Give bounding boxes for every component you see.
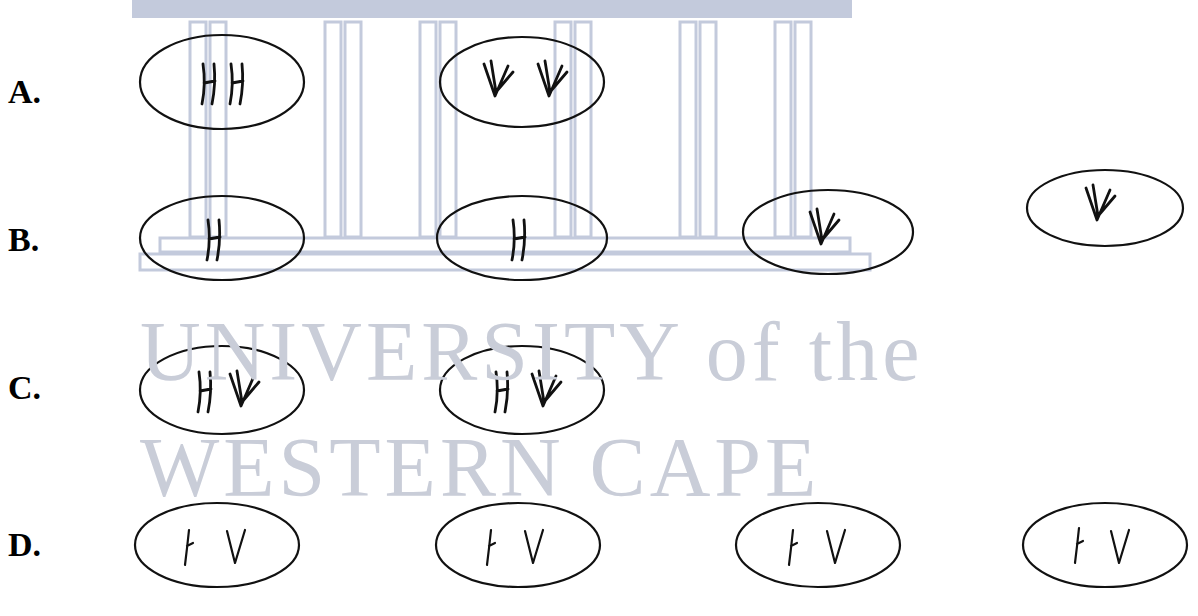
chromosome <box>1075 528 1083 563</box>
building-column <box>345 22 361 237</box>
chromosome <box>484 61 513 96</box>
cell-membrane <box>135 503 299 587</box>
cell-membrane <box>736 503 900 587</box>
cell-membrane <box>1023 503 1187 587</box>
building-column <box>190 22 206 237</box>
chromosome <box>207 220 220 260</box>
cell <box>736 503 900 587</box>
building-column <box>775 22 791 237</box>
cell <box>436 503 600 587</box>
option-letter: A. <box>8 75 41 109</box>
watermark-text: WESTERN CAPE <box>140 426 820 510</box>
chromosome <box>227 530 245 563</box>
cell <box>135 503 299 587</box>
cell <box>140 35 304 129</box>
cell <box>437 196 607 280</box>
chromosome <box>230 64 243 104</box>
chromosome <box>202 64 215 104</box>
chromosome <box>789 530 797 565</box>
building-column <box>440 22 456 237</box>
building-column <box>575 22 591 237</box>
building-column <box>680 22 696 237</box>
cell-membrane <box>140 196 304 280</box>
cell <box>140 196 304 280</box>
cell <box>1023 503 1187 587</box>
option-letter: D. <box>8 528 41 562</box>
building-roof <box>132 0 852 18</box>
chromosome <box>185 530 193 565</box>
building-column <box>795 22 811 237</box>
chromosome <box>512 220 525 260</box>
building-column <box>700 22 716 237</box>
cells <box>135 35 1187 587</box>
cell-membrane <box>1027 170 1183 246</box>
chromosome <box>1086 185 1115 220</box>
cell-membrane <box>140 35 304 129</box>
cell-membrane <box>743 190 913 274</box>
cell <box>440 37 604 127</box>
chromosome <box>1111 530 1129 563</box>
cell-membrane <box>436 503 600 587</box>
chromosome <box>487 530 495 565</box>
chromosome <box>525 530 543 563</box>
watermark-text: UNIVERSITY of the <box>140 310 923 394</box>
chromosome <box>827 530 845 563</box>
option-letter: B. <box>8 223 39 257</box>
cell <box>743 190 913 274</box>
cell-membrane <box>440 37 604 127</box>
cell <box>1027 170 1183 246</box>
building-column <box>325 22 341 237</box>
cell-membrane <box>437 196 607 280</box>
chromosome <box>810 209 839 244</box>
building-column <box>555 22 571 237</box>
watermark-building <box>132 0 870 270</box>
building-column <box>420 22 436 237</box>
chromosome <box>538 61 567 96</box>
option-letter: C. <box>8 371 41 405</box>
